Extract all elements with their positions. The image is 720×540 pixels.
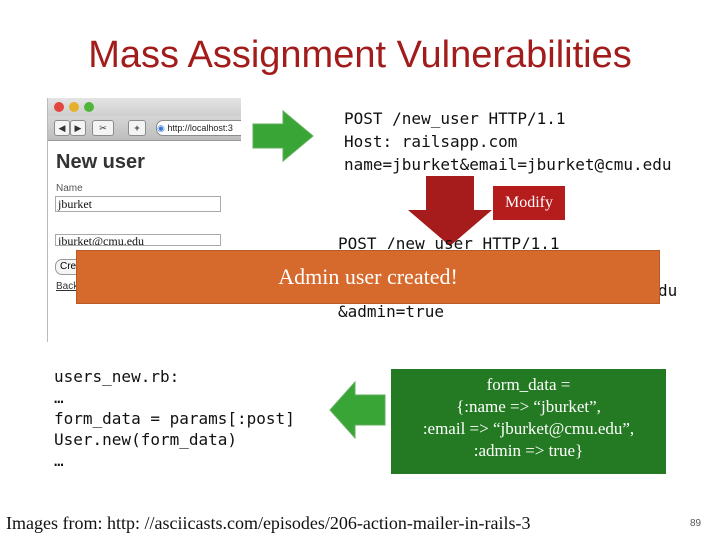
code-ellipsis: … (54, 388, 64, 407)
name-label: Name (56, 183, 83, 194)
request-host: Host: railsapp.com (344, 132, 518, 151)
form-data-line-3: :email => “jburket@cmu.edu”, (422, 419, 635, 438)
zoom-window-icon[interactable] (84, 102, 94, 112)
modified-request-line: POST /new_user HTTP/1.1 (338, 234, 560, 249)
image-credit: Images from: http: //asciicasts.com/epis… (6, 513, 531, 533)
back-link[interactable]: Back (56, 281, 79, 292)
minimize-window-icon[interactable] (69, 102, 79, 112)
code-filename: users_new.rb: (54, 367, 180, 386)
globe-icon: ◉ (157, 123, 165, 133)
forward-arrow-icon[interactable]: ▶ (70, 120, 86, 136)
name-field[interactable]: jburket (55, 196, 221, 212)
admin-created-text: Admin user created! (278, 264, 458, 289)
browser-toolbar: ◀ ▶ ✂ + ◉ http://localhost:3 (48, 116, 241, 141)
window-titlebar (48, 98, 241, 116)
form-data-box: form_data = {:name => “jburket”, :email … (391, 369, 666, 474)
page-number: 89 (690, 518, 702, 529)
new-tab-icon[interactable]: + (128, 120, 146, 136)
form-data-line-4: :admin => true} (473, 441, 584, 460)
admin-created-banner: Admin user created! (76, 250, 660, 304)
address-bar[interactable]: ◉ http://localhost:3 (156, 120, 241, 136)
back-arrow-icon[interactable]: ◀ (54, 120, 70, 136)
request-body: name=jburket&email=jburket@cmu.edu (344, 155, 672, 174)
close-window-icon[interactable] (54, 102, 64, 112)
code-form-data: form_data = params[:post] (54, 409, 295, 428)
email-field[interactable]: jburket@cmu.edu (55, 234, 221, 246)
slide-title: Mass Assignment Vulnerabilities (88, 34, 632, 76)
modified-request-body-tail: du (658, 281, 678, 300)
code-ellipsis-end: … (54, 451, 64, 470)
admin-param: &admin=true (338, 302, 444, 321)
down-arrow-icon (408, 176, 492, 246)
form-data-line-1: form_data = (486, 375, 571, 394)
address-bar-url: http://localhost:3 (167, 123, 233, 133)
code-user-new: User.new(form_data) (54, 430, 238, 449)
scissors-icon[interactable]: ✂ (92, 120, 114, 136)
modify-label: Modify (493, 186, 565, 220)
browser-page: New user Name jburket jburket@cmu.edu Cr… (48, 141, 241, 342)
form-data-line-2: {:name => “jburket”, (456, 397, 601, 416)
page-heading: New user (56, 151, 145, 173)
request-line: POST /new_user HTTP/1.1 (344, 109, 566, 128)
browser-screenshot: ◀ ▶ ✂ + ◉ http://localhost:3 New user Na… (47, 98, 241, 342)
right-arrow-icon (252, 109, 314, 163)
left-arrow-icon (329, 380, 386, 440)
